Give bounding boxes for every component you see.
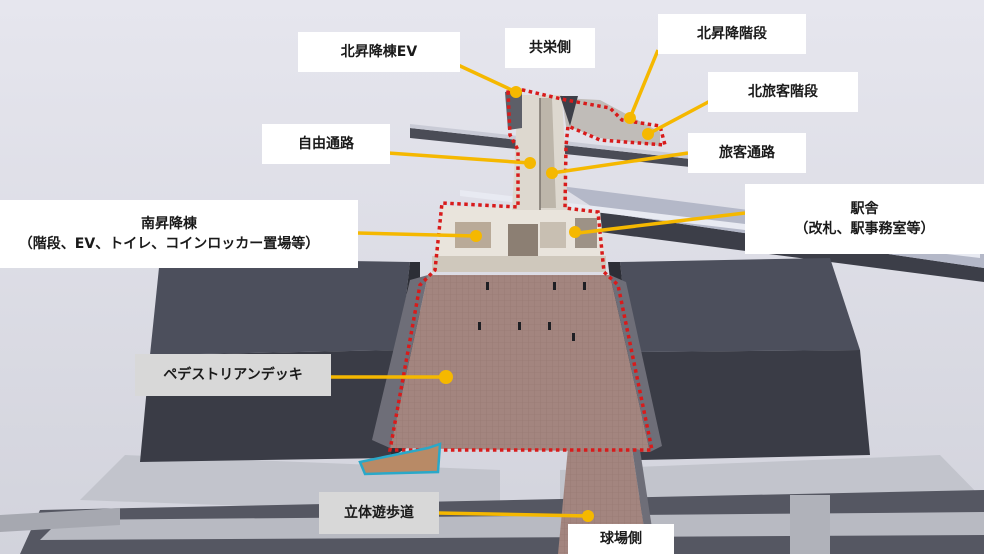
label-pedestrian-deck: ペデストリアンデッキ [135, 354, 331, 396]
label-passenger-passage: 旅客通路 [688, 133, 806, 173]
west-building-top [150, 258, 410, 355]
label-south-elevator-building-title: 南昇降棟 [141, 216, 197, 232]
label-south-elevator-building: 南昇降棟 （階段、EV、トイレ、コインロッカー置場等） [0, 200, 358, 268]
north-stair-structure [562, 98, 660, 146]
south-building-room-b [508, 224, 538, 256]
road-strip-left [0, 508, 120, 532]
deck-edge-east [610, 275, 662, 452]
label-north-passenger-stairs: 北旅客階段 [708, 72, 858, 112]
label-station-building: 駅舎 （改札、駅事務室等） [745, 184, 984, 254]
south-building-room-c [540, 222, 566, 248]
east-building-face [630, 350, 870, 460]
label-station-building-detail: （改札、駅事務室等） [794, 221, 935, 237]
label-stadium-side: 球場側 [568, 524, 674, 554]
pedestrian-deck [390, 275, 650, 452]
label-south-elevator-building-detail: （階段、EV、トイレ、コインロッカー置場等） [18, 236, 320, 252]
label-station-building-title: 駅舎 [850, 201, 879, 217]
road-pillar [790, 495, 830, 554]
deck-columns [478, 282, 586, 341]
facility-outline [387, 88, 668, 452]
label-north-elevator-building-ev: 北昇降棟EV [298, 32, 460, 72]
free-passage-lane [540, 98, 556, 208]
callout-lines [328, 49, 746, 518]
south-building-base [432, 256, 606, 272]
label-north-elevator-stairs: 北昇降階段 [658, 14, 806, 54]
north-stair-dark [560, 96, 578, 126]
callout-dots [439, 86, 654, 522]
walkway-outline [358, 442, 442, 476]
label-kyoei-side: 共栄側 [505, 28, 595, 68]
label-free-passage: 自由通路 [262, 124, 390, 164]
east-building-top [620, 258, 860, 352]
bottom-road [40, 512, 984, 540]
label-3d-promenade: 立体遊歩道 [319, 492, 439, 534]
